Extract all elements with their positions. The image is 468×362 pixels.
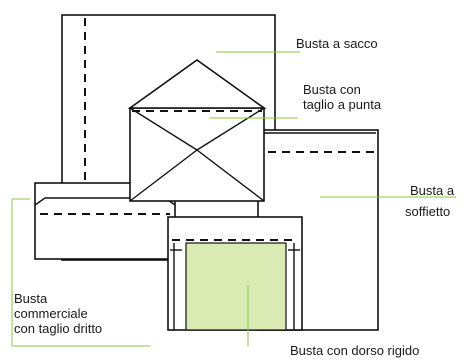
label-busta-a-sacco: Busta a sacco [296,36,378,51]
label-busta-commerciale-line3: con taglio dritto [14,321,103,336]
busta-dorso-rigido-envelope [167,216,303,331]
label-busta-commerciale-line1: Busta [14,291,48,306]
leader-lines [11,51,456,347]
label-busta-soffietto-line1: Busta a [410,183,455,198]
rigid-back-panel [185,242,287,331]
label-busta-soffietto-line2: soffietto [405,204,451,219]
label-busta-commerciale-line2: commerciale [14,306,88,321]
label-busta-taglio-line2: taglio a punta [303,97,382,112]
busta-taglio-a-punta-envelope [127,59,267,202]
label-busta-dorso-rigido: Busta con dorso rigido [290,343,420,358]
label-busta-taglio-line1: Busta con [303,82,361,97]
